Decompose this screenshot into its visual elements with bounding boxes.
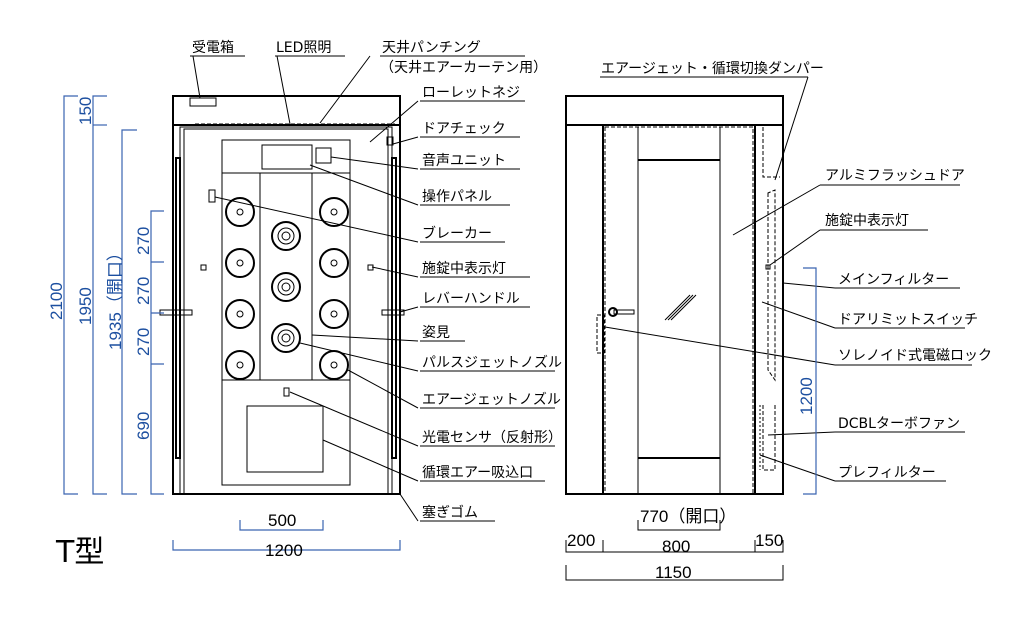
label-photo-sensor: 光電センサ（反射形） [422,430,562,446]
front-view [159,95,405,495]
label-pre-filter: プレフィルター [838,465,936,481]
dim-150: 150 [76,97,95,125]
solenoid-lock [596,314,605,354]
front-leaders [190,55,555,522]
dim-fan-1200: 1200 [797,377,816,415]
dim-500: 500 [268,511,296,530]
label-ceiling-air-curtain: （天井エアーカーテン用） [380,60,547,76]
label-damper: エアージェット・循環切換ダンパー [601,61,824,77]
control-panel[interactable] [261,144,313,170]
label-aluminum-door: アルミフラッシュドア [825,168,965,184]
label-return-air-intake: 循環エアー吸込口 [422,465,533,481]
main-filter [767,189,776,382]
dim-770-opening: 770（開口） [640,507,736,526]
aluminum-flush-door [604,126,754,495]
dim-1200: 1200 [265,541,303,560]
front-callouts: 受電箱 LED照明 天井パンチング （天井エアーカーテン用） ローレットネジ ド… [192,40,562,521]
dim-800: 800 [662,537,690,556]
label-control-panel: 操作パネル [422,189,492,205]
label-air-jet-nozzle: エアージェットノズル [422,392,561,408]
dim-1150: 1150 [655,563,692,582]
photo-sensor [283,387,290,397]
label-lever-handle: レバーハンドル [422,291,520,307]
glass-mark [664,294,697,321]
door-left-seal [175,157,181,459]
dim-1950: 1950 [76,287,95,325]
label-sealing-rubber: 塞ぎゴム [422,504,478,521]
dim-200: 200 [567,531,595,550]
label-door-check: ドアチェック [422,121,506,137]
label-mirror: 姿見 [422,325,450,341]
dim-270-3: 270 [134,328,153,356]
dim-270-1: 270 [134,227,153,255]
speaker-unit [315,147,332,164]
dim-1935-opening: 1935（開口） [106,244,125,350]
label-led-light: LED照明 [276,40,331,56]
label-turbo-fan: DCBLターボファン [838,416,960,432]
mirror [259,172,313,381]
label-knurled-screw: ローレットネジ [422,85,520,101]
side-callouts: エアージェット・循環切換ダンパー アルミフラッシュドア 施錠中表示灯 メインフィ… [601,61,992,481]
label-door-limit-switch: ドアリミットスイッチ [838,312,978,328]
front-dim-lines [63,95,401,551]
label-voice-unit: 音声ユニット [422,152,506,169]
label-main-filter: メインフィルター [838,272,949,288]
label-pulse-jet-nozzle: パルスジェットノズル [422,355,562,371]
dim-2100: 2100 [47,282,66,320]
side-leaders [600,76,972,482]
power-box [189,97,217,107]
side-dim-lines [803,267,817,495]
label-lock-indicator: 施錠中表示灯 [422,261,506,277]
dim-270-2: 270 [134,277,153,305]
door-right-seal [391,157,397,459]
label-breaker: ブレーカー [422,225,492,242]
lock-indicator [200,264,207,271]
turbo-fan [762,405,776,471]
door-handle[interactable] [608,307,618,317]
door-closer [386,136,394,146]
side-dim-lines-black [565,520,784,581]
damper [762,127,780,178]
label-solenoid-lock: ソレノイド式電磁ロック [838,348,992,364]
model-name: T型 [55,535,104,570]
dim-150-side: 150 [755,531,783,550]
label-power-box: 受電箱 [192,40,234,56]
pulse-jet-nozzles [271,221,301,353]
label-lock-indicator-side: 施錠中表示灯 [825,213,909,229]
label-ceiling-punching: 天井パンチング [382,40,481,56]
side-view [565,95,784,495]
dim-690: 690 [134,412,153,440]
return-air-intake [246,405,324,473]
